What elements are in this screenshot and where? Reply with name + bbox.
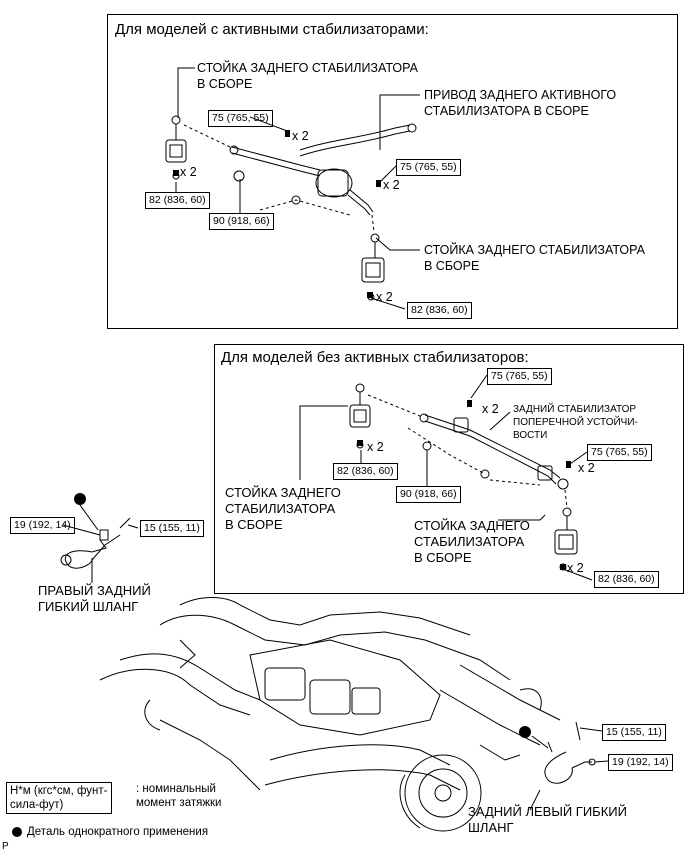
torque-box: 90 (918, 66) (209, 213, 274, 230)
torque-box: 15 (155, 11) (140, 520, 204, 537)
left-brake-hose-icon (544, 721, 596, 784)
multiplier: x 2 (376, 290, 393, 304)
torque-box: 82 (836, 60) (594, 571, 659, 588)
non-reusable-dot-icon (12, 827, 22, 837)
leader-line (579, 727, 603, 732)
leader-line (79, 504, 99, 531)
torque-legend-box: Н*м (кгс*см, фунт-сила-фут) (6, 782, 112, 814)
multiplier: x 2 (482, 402, 499, 416)
torque-box: 82 (836, 60) (145, 192, 210, 209)
torque-box: 82 (836, 60) (333, 463, 398, 480)
torque-box: 75 (765, 55) (487, 368, 552, 385)
multiplier: x 2 (180, 165, 197, 179)
torque-box: 90 (918, 66) (396, 486, 461, 503)
panel-standard-title: Для моделей без активных стабилизаторов: (221, 349, 529, 366)
leader-line (127, 524, 139, 529)
multiplier: x 2 (383, 178, 400, 192)
non-reusable-dot-icon (519, 726, 531, 738)
panel-active-title: Для моделей с активными стабилизаторами: (115, 21, 429, 38)
leader-line (531, 735, 549, 749)
multiplier: x 2 (578, 461, 595, 475)
torque-box: 15 (155, 11) (602, 724, 666, 741)
torque-box: 75 (765, 55) (208, 110, 273, 127)
torque-box: 82 (836, 60) (407, 302, 472, 319)
multiplier: x 2 (567, 561, 584, 575)
torque-box: 19 (192, 14) (10, 517, 75, 534)
multiplier: x 2 (367, 440, 384, 454)
torque-box: 75 (765, 55) (396, 159, 461, 176)
torque-box: 19 (192, 14) (608, 754, 673, 771)
torque-box: 75 (765, 55) (587, 444, 652, 461)
corner-mark: P (2, 841, 9, 852)
leader-line (594, 760, 609, 763)
non-reusable-desc: Деталь однократного применения (27, 826, 209, 838)
non-reusable-dot-icon (74, 493, 86, 505)
multiplier: x 2 (292, 129, 309, 143)
